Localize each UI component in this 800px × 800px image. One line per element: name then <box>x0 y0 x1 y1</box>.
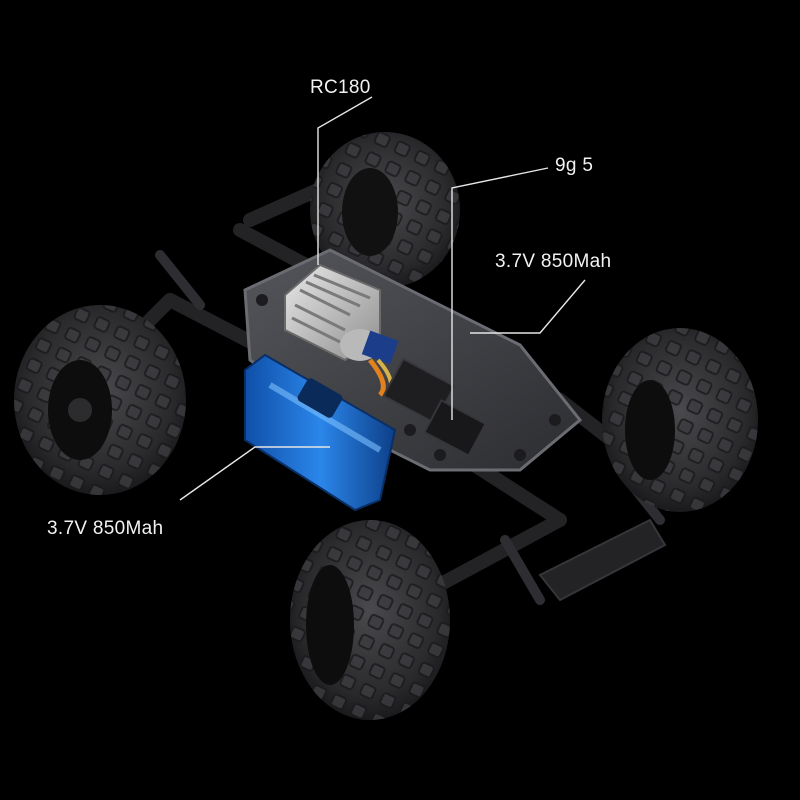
motor-heatsink <box>284 263 381 362</box>
front-bumper <box>538 518 667 602</box>
servo <box>382 357 487 457</box>
leader-lines <box>179 96 586 501</box>
leader-line-servo <box>451 167 549 420</box>
battery-pack <box>244 353 397 512</box>
plate-screws <box>256 294 561 461</box>
leader-line-battery-top <box>470 279 586 334</box>
label-battery-bottom: 3.7V 850Mah <box>47 518 164 539</box>
tire-bottom <box>290 520 450 720</box>
leader-line-motor <box>317 96 373 265</box>
leader-line-battery-bottom <box>179 446 330 501</box>
label-motor: RC180 <box>310 77 371 98</box>
label-servo: 9g 5 <box>555 155 594 176</box>
tire-right <box>602 328 758 512</box>
label-battery-top: 3.7V 850Mah <box>495 251 612 272</box>
tire-rear-top <box>310 132 460 288</box>
tire-left <box>14 305 186 495</box>
